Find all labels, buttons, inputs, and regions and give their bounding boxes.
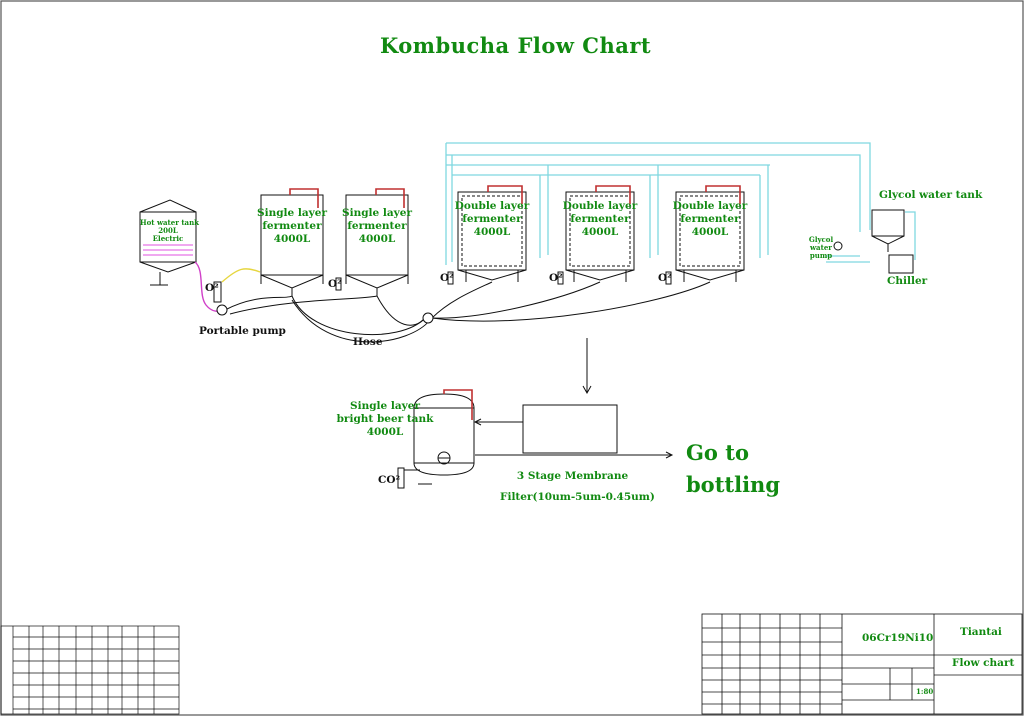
- double-fermenter-2-outlet: [595, 185, 631, 204]
- o2-label-3: O²: [440, 272, 454, 284]
- double-fermenter-1-shape: [457, 191, 527, 282]
- single-fermenter-2-shape: [345, 194, 409, 296]
- double-fermenter-3-label: Double layer fermenter 4000L: [672, 200, 748, 238]
- hose-label: Hose: [353, 336, 383, 348]
- single-fermenter-1-outlet: [289, 188, 319, 208]
- transfer-hoses: [224, 281, 711, 343]
- scale-label: 1:80: [916, 687, 934, 696]
- single-fermenter-1-label: Single layer fermenter 4000L: [257, 207, 327, 245]
- company-label: Tiantai: [960, 626, 1002, 638]
- double-fermenter-3-shape: [675, 191, 745, 282]
- hot-water-tank-label: Hot water tank 200L Electric: [140, 218, 200, 243]
- pump-icons: [216, 241, 843, 324]
- heater-element: [143, 244, 193, 256]
- title-block: [701, 613, 1023, 715]
- single-fermenter-1-shape: [260, 194, 324, 296]
- page-title: Kombucha Flow Chart: [380, 33, 652, 58]
- go-to-bottling-label: Go to bottling: [686, 440, 780, 497]
- bright-tank-outlet: [443, 389, 473, 420]
- glycol-water-tank-shape: [871, 209, 905, 252]
- single-fermenter-2-outlet: [375, 188, 405, 208]
- chiller-shape: [888, 254, 914, 274]
- glycol-pump-label: Glycol water pump: [808, 235, 834, 260]
- process-arrows: [473, 338, 674, 459]
- double-fermenter-1-outlet: [487, 185, 523, 204]
- symbol-legend-table: [0, 625, 180, 715]
- single-fermenter-2-label: Single layer fermenter 4000L: [342, 207, 412, 245]
- co2-label: CO²: [378, 474, 401, 486]
- glycol-piping: [445, 142, 916, 265]
- o2-label-1: O²: [205, 282, 219, 294]
- chiller-label: Chiller: [887, 275, 928, 287]
- double-fermenter-3-outlet: [705, 185, 741, 204]
- double-fermenter-2-shape: [565, 191, 635, 282]
- membrane-filter-box: [522, 404, 618, 454]
- material-label: 06Cr19Ni10: [862, 632, 934, 644]
- portable-pump-label: Portable pump: [199, 325, 286, 337]
- feed-hose: [221, 268, 261, 283]
- double-fermenter-1-label: Double layer fermenter 4000L: [454, 200, 530, 238]
- o2-label-4: O²: [549, 272, 563, 284]
- drawing-name-label: Flow chart: [952, 657, 1015, 669]
- o2-label-2: O²: [328, 278, 342, 290]
- glycol-water-tank-label: Glycol water tank: [879, 189, 983, 201]
- membrane-filter-label: 3 Stage Membrane Filter(10um-5um-0.45um): [500, 470, 655, 503]
- o2-bottles: [213, 271, 672, 303]
- o2-label-5: O²: [658, 272, 672, 284]
- bright-beer-tank-label: Single layer bright beer tank 4000L: [336, 400, 434, 438]
- hot-water-tank: [139, 199, 197, 286]
- double-fermenter-2-label: Double layer fermenter 4000L: [562, 200, 638, 238]
